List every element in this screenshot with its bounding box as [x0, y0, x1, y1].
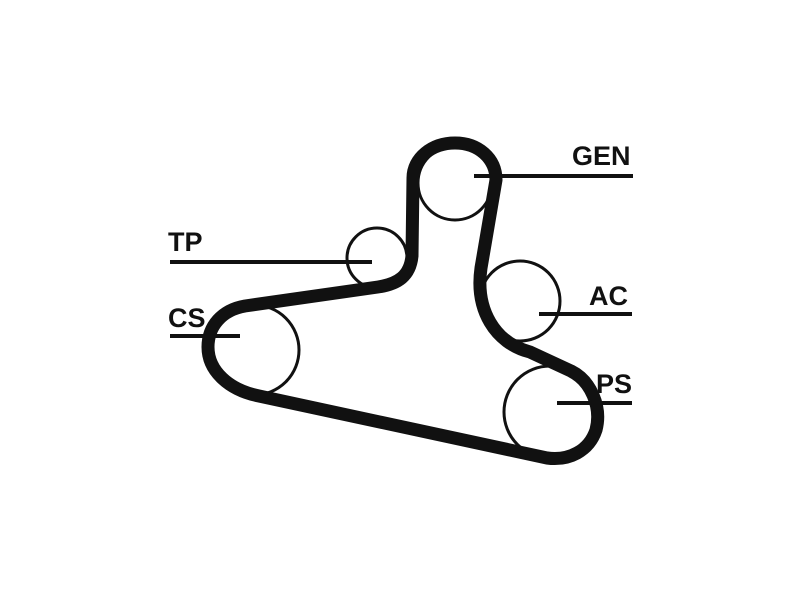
label-cs: CS — [168, 303, 206, 333]
label-gen: GEN — [572, 141, 631, 171]
label-ac: AC — [589, 281, 628, 311]
label-tp: TP — [168, 227, 203, 257]
drive-belt — [201, 136, 605, 466]
label-ps: PS — [596, 369, 632, 399]
